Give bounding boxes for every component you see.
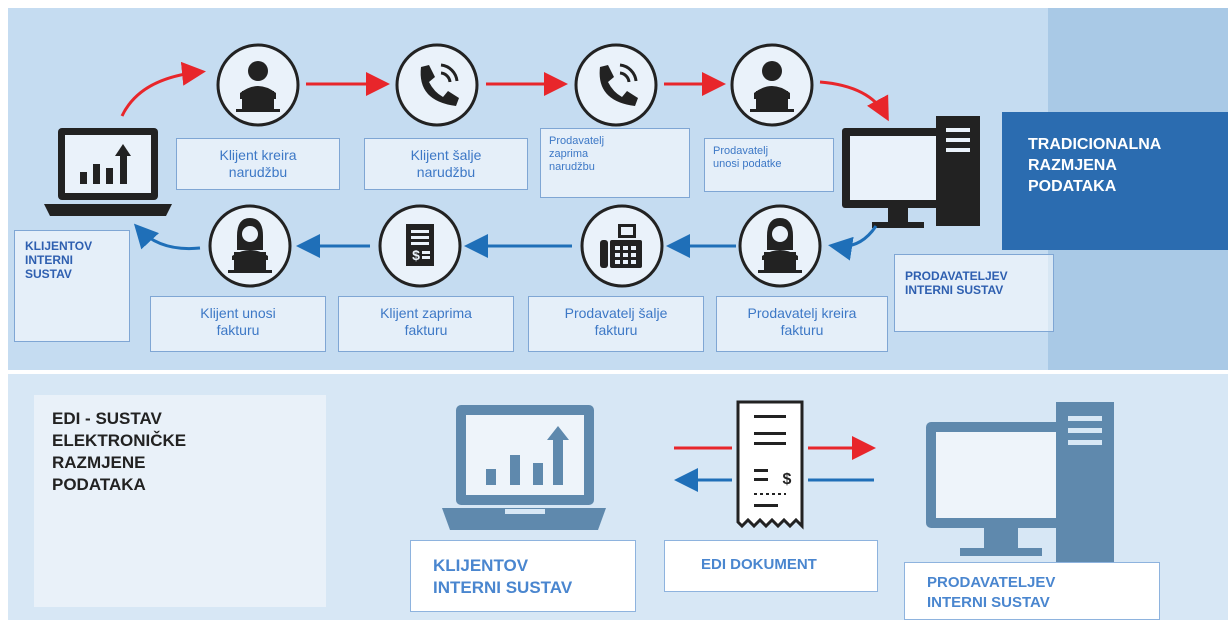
woman-laptop-icon xyxy=(208,204,292,288)
forward-arrows xyxy=(120,61,889,122)
phone-icon xyxy=(574,43,658,127)
edi-document-icon: $ xyxy=(736,400,804,530)
seller-desktop-icon xyxy=(842,116,980,228)
step-label-client-sends-order: Klijent šalje narudžbu xyxy=(364,138,528,190)
person-laptop-icon xyxy=(730,43,814,127)
woman-laptop-icon xyxy=(738,204,822,288)
backward-arrows xyxy=(133,223,878,261)
traditional-title-box: TRADICIONALNA RAZMJENA PODATAKA xyxy=(1002,112,1228,250)
edi-exchange-arrows xyxy=(674,436,876,492)
client-laptop-icon xyxy=(44,128,172,216)
step-label-client-creates-order: Klijent kreira narudžbu xyxy=(176,138,340,190)
edi-seller-desktop-icon xyxy=(926,402,1114,564)
step-label-seller-receives-order: Prodavatelj zaprima narudžbu xyxy=(540,128,690,198)
seller-internal-system-label: PRODAVATELJEV INTERNI SUSTAV xyxy=(894,254,1054,332)
step-label-seller-creates-invoice: Prodavatelj kreira fakturu xyxy=(716,296,888,352)
edi-title-box: EDI - SUSTAV ELEKTRONIČKE RAZMJENE PODAT… xyxy=(34,395,326,607)
step-label-seller-enters-data: Prodavatelj unosi podatke xyxy=(704,138,834,192)
step-label-client-receives-invoice: Klijent zaprima fakturu xyxy=(338,296,514,352)
edi-client-laptop-icon xyxy=(442,405,606,530)
phone-icon xyxy=(395,43,479,127)
traditional-title: TRADICIONALNA RAZMJENA PODATAKA xyxy=(1028,136,1162,195)
svg-text:$: $ xyxy=(783,471,792,488)
invoice-icon xyxy=(378,204,462,288)
edi-title: EDI - SUSTAV ELEKTRONIČKE RAZMJENE PODAT… xyxy=(52,409,187,494)
step-label-seller-sends-invoice: Prodavatelj šalje fakturu xyxy=(528,296,704,352)
edi-seller-system-label: PRODAVATELJEV INTERNI SUSTAV xyxy=(904,562,1160,620)
edi-client-system-label: KLIJENTOV INTERNI SUSTAV xyxy=(410,540,636,612)
fax-icon xyxy=(580,204,664,288)
person-laptop-icon xyxy=(216,43,300,127)
step-label-client-enters-invoice: Klijent unosi fakturu xyxy=(150,296,326,352)
edi-document-label: EDI DOKUMENT xyxy=(664,540,878,592)
client-internal-system-label: KLIJENTOV INTERNI SUSTAV xyxy=(14,230,130,342)
